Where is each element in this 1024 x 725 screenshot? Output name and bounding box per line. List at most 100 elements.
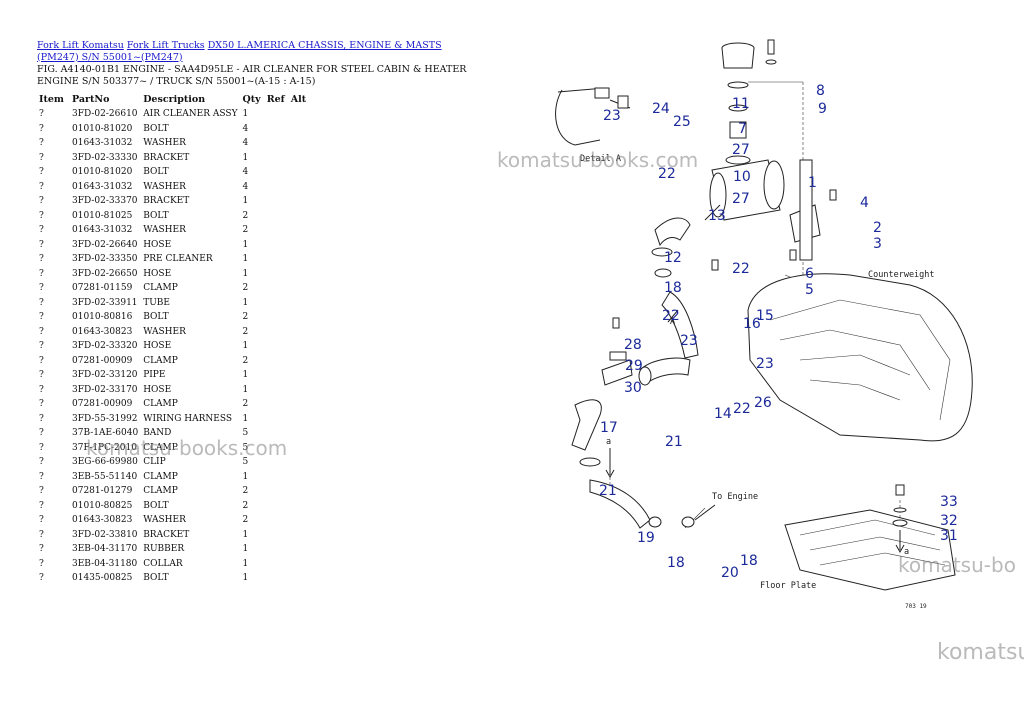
cell-qty: 2 (242, 326, 249, 337)
cell-partno: 01643-31032 (72, 138, 133, 149)
callout: 21 (599, 483, 617, 499)
cell-item: ? (39, 167, 44, 178)
label-counterweight: Counterweight (868, 270, 935, 280)
cell-partno: 01010-81025 (72, 210, 133, 221)
cell-item: ? (39, 471, 44, 482)
watermark: komatsu-bo (898, 553, 1016, 577)
callout: 17 (600, 420, 618, 436)
cell-item: ? (39, 239, 44, 250)
cell-partno: 3FD-02-33911 (72, 297, 138, 308)
callout: 30 (624, 380, 642, 396)
callout: 18 (664, 280, 682, 296)
cell-description: BOLT (143, 123, 169, 134)
cell-description: RUBBER (143, 544, 185, 555)
parts-diagram: Detail A Counterweight To Engine Floor P… (480, 30, 1024, 650)
watermark: komatsu (937, 640, 1024, 665)
figure-title: FIG. A4140-01B1 ENGINE - SAA4D95LE - AIR… (37, 64, 467, 87)
cell-qty: 1 (242, 529, 249, 540)
cell-qty: 1 (242, 196, 249, 207)
cell-qty: 4 (242, 181, 249, 192)
callout: 29 (625, 358, 643, 374)
cell-description: CLIP (143, 457, 166, 468)
cell-item: ? (39, 558, 44, 569)
cell-qty: 5 (242, 442, 249, 453)
cell-item: ? (39, 181, 44, 192)
callout: 22 (662, 308, 680, 324)
callout: 25 (673, 114, 691, 130)
cell-qty: 5 (242, 428, 249, 439)
cell-qty: 1 (242, 370, 249, 381)
callout: 7 (738, 121, 747, 137)
callout: 24 (652, 101, 670, 117)
callouts: 8 9 11 23 24 25 7 27 22 10 1 4 2 3 27 13… (599, 83, 958, 581)
cell-qty: 4 (242, 123, 249, 134)
cell-description: CLAMP (143, 442, 178, 453)
cell-partno: 01643-31032 (72, 181, 133, 192)
callout: 8 (816, 83, 825, 99)
cell-partno: 01010-80825 (72, 500, 133, 511)
cell-partno: 07281-01279 (72, 486, 133, 497)
breadcrumb-link-forklift-komatsu[interactable]: Fork Lift Komatsu (37, 40, 124, 51)
cell-partno: 07281-00909 (72, 355, 133, 366)
cell-item: ? (39, 370, 44, 381)
breadcrumb-link-forklift-trucks[interactable]: Fork Lift Trucks (126, 40, 205, 51)
cell-partno: 3FD-02-33350 (72, 254, 138, 265)
cell-partno: 3FD-02-26640 (72, 239, 138, 250)
cell-item: ? (39, 486, 44, 497)
cell-item: ? (39, 457, 44, 468)
callout: 22 (732, 261, 750, 277)
breadcrumb: Fork Lift Komatsu Fork Lift Trucks DX50 … (37, 40, 477, 63)
cell-description: HOSE (143, 239, 172, 250)
cell-description: CLAMP (143, 355, 178, 366)
cell-partno: 01010-81020 (72, 123, 133, 134)
cell-qty: 1 (242, 297, 249, 308)
cell-qty: 1 (242, 268, 249, 279)
cell-qty: 2 (242, 486, 249, 497)
callout: 12 (664, 250, 682, 266)
cell-partno: 07281-01159 (72, 283, 133, 294)
cell-description: BAND (143, 428, 172, 439)
callout: 6 (805, 266, 814, 282)
cell-item: ? (39, 573, 44, 584)
cell-item: ? (39, 254, 44, 265)
callout: 5 (805, 282, 814, 298)
parts-list-panel: Fork Lift Komatsu Fork Lift Trucks DX50 … (37, 40, 477, 586)
label-a-mid: A (670, 317, 675, 327)
table-row: ? 07281-01279 CLAMP 2 (39, 484, 312, 499)
callout: 10 (733, 169, 751, 185)
callout: 32 (940, 513, 958, 529)
cell-description: TUBE (143, 297, 170, 308)
detail-a-band (555, 87, 631, 146)
callout: 18 (740, 553, 758, 569)
diagram-svg: Detail A Counterweight To Engine Floor P… (555, 39, 973, 610)
breadcrumb-link-model[interactable]: DX50 L.AMERICA CHASSIS, ENGINE & MASTS (… (37, 40, 442, 63)
cell-description: HOSE (143, 384, 172, 395)
cell-partno: 37B-1AE-6040 (72, 428, 139, 439)
cell-description: CLAMP (143, 486, 178, 497)
cell-item: ? (39, 196, 44, 207)
col-item: Item (39, 93, 64, 105)
cell-description: WIRING HARNESS (143, 413, 232, 424)
col-description: Description (143, 93, 206, 105)
label-to-engine: To Engine (712, 492, 758, 502)
cell-partno: 3FD-02-33330 (72, 152, 138, 163)
callout: 23 (680, 333, 698, 349)
col-qty: Qty (242, 93, 261, 105)
cell-item: ? (39, 152, 44, 163)
cell-item: ? (39, 326, 44, 337)
cell-qty: 1 (242, 152, 249, 163)
table-header-row: Item PartNo Description Qty Ref Alt (39, 91, 312, 107)
cell-qty: 1 (242, 384, 249, 395)
arrows (605, 309, 905, 554)
